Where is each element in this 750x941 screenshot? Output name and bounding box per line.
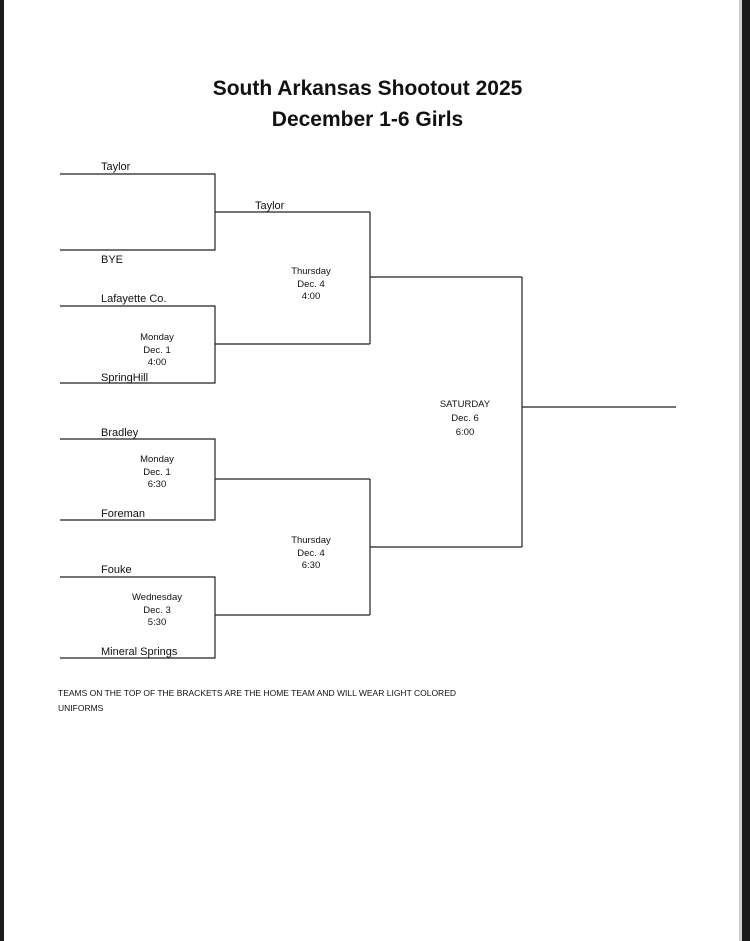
semi-lower-time: 6:30 [301, 560, 321, 571]
team-slot-2-top: Lafayette Co. [101, 293, 167, 305]
semi-lower-day: Thursday [291, 535, 331, 546]
semi-lower-date: Dec. 4 [297, 547, 325, 559]
game2-time: 4:00 [147, 357, 167, 368]
bracket-game3-line [60, 438, 370, 521]
game3-time: 6:30 [147, 479, 167, 490]
team-slot-1-top: Taylor [101, 161, 131, 173]
game3-date: Dec. 1 [143, 466, 171, 478]
team-slot-3-bottom: Foreman [101, 508, 146, 520]
final-schedule: SATURDAY Dec. 6 6:00 [430, 398, 500, 440]
semi-lower-schedule: Thursday Dec. 4 6:30 [276, 535, 346, 573]
page-subtitle: December 1-6 Girls [271, 108, 464, 131]
home-team-note: TEAMS ON THE TOP OF THE BRACKETS ARE THE… [58, 688, 457, 713]
final-time: 6:00 [455, 427, 475, 438]
team-slot-4-top: Fouke [101, 564, 132, 576]
game4-date: Dec. 3 [143, 604, 171, 616]
game4-schedule: Wednesday Dec. 3 5:30 [122, 592, 192, 630]
page-edge [739, 0, 742, 941]
game2-schedule: Monday Dec. 1 4:00 [122, 332, 192, 370]
semi-upper-team: Taylor [255, 200, 285, 212]
team-slot-2-bottom: SpringHill [101, 372, 149, 384]
semi-upper-day: Thursday [291, 266, 331, 277]
game3-day: Monday [140, 454, 174, 465]
game4-day: Wednesday [132, 592, 182, 603]
team-slot-3-top: Bradley [101, 427, 139, 439]
bracket-semi-upper-line [369, 212, 522, 344]
bracket-game1-line [60, 173, 370, 251]
bracket-semi-lower-line [369, 479, 522, 615]
bracket-game2-line [60, 305, 370, 384]
bracket-final-line [521, 277, 676, 547]
team-slot-4-bottom: Mineral Springs [101, 646, 178, 658]
final-date: Dec. 6 [451, 413, 479, 424]
final-day: SATURDAY [439, 399, 491, 410]
game4-time: 5:30 [147, 617, 167, 628]
game2-day: Monday [140, 332, 174, 343]
bracket-page [4, 0, 739, 941]
semi-upper-time: 4:00 [301, 291, 321, 302]
team-slot-1-bottom: BYE [101, 254, 124, 266]
semi-upper-date: Dec. 4 [297, 278, 325, 290]
semi-upper-schedule: Thursday Dec. 4 4:00 [276, 266, 346, 304]
page-title: South Arkansas Shootout 2025 [212, 77, 523, 100]
game2-date: Dec. 1 [143, 344, 171, 356]
game3-schedule: Monday Dec. 1 6:30 [122, 454, 192, 492]
bracket-game4-line [60, 576, 370, 659]
